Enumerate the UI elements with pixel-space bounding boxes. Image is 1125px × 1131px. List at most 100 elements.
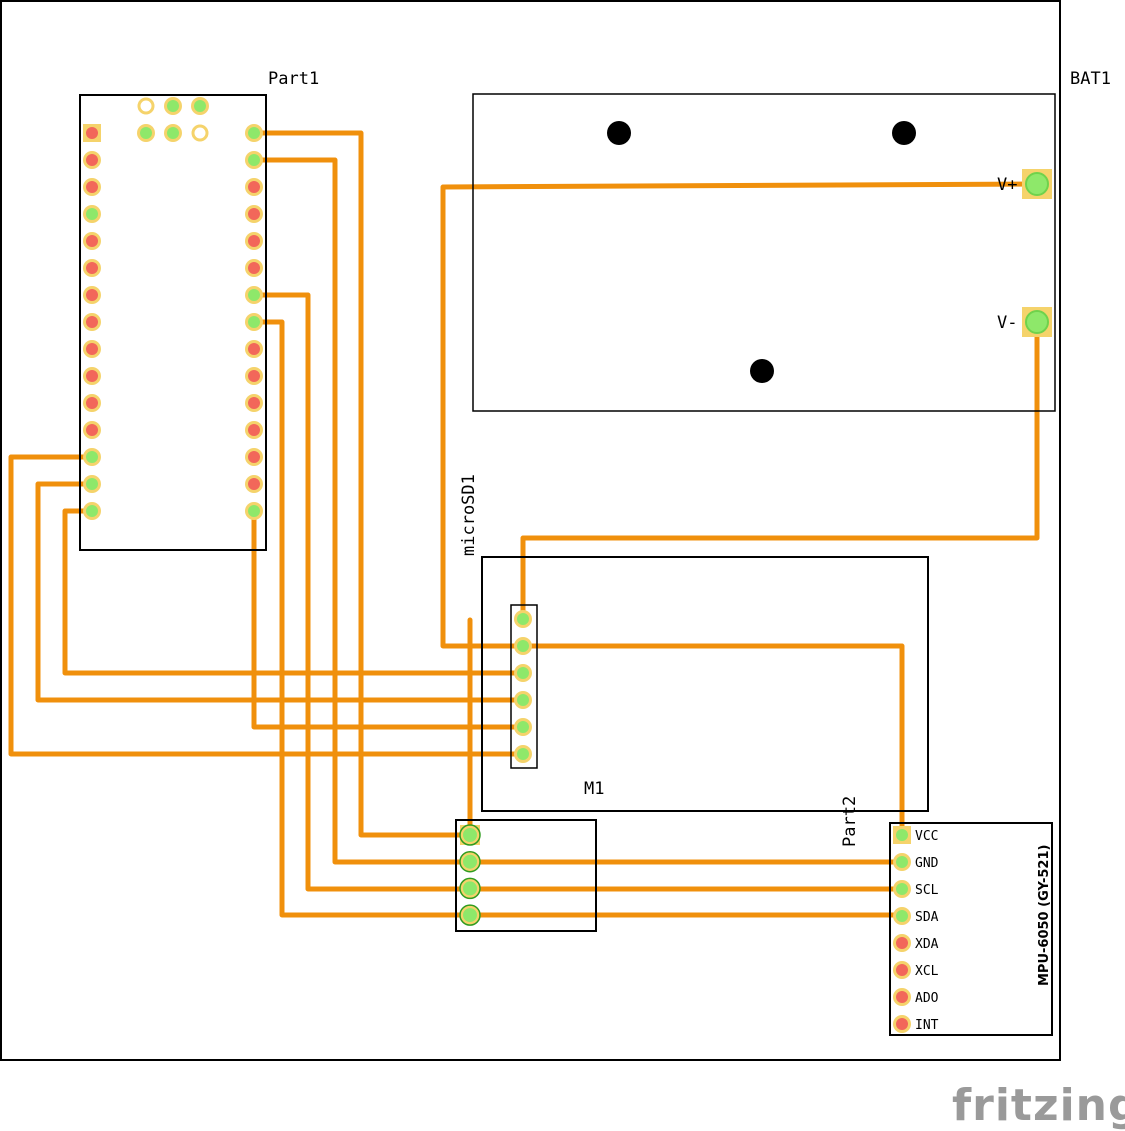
m1-module[interactable]: M1 [481, 556, 929, 812]
part1-right-pin[interactable] [245, 448, 263, 466]
bat1-vminus-pad[interactable] [1025, 310, 1049, 334]
part1-left-pin[interactable] [83, 259, 101, 277]
part1-right-pin[interactable] [245, 232, 263, 250]
part1-header-pin[interactable] [164, 124, 182, 142]
part1-left-pins [83, 124, 101, 520]
part1-header-pin[interactable] [137, 124, 155, 142]
trace-part1-l15-sd3[interactable] [62, 508, 526, 676]
part1-right-pin[interactable] [245, 178, 263, 196]
pad-center [517, 667, 529, 679]
pad-center [896, 937, 908, 949]
mpu6050-title: MPU-6050 (GY-521) [1037, 845, 1052, 986]
mpu-pin-scl[interactable] [893, 880, 911, 898]
part1-header-pin[interactable] [164, 97, 182, 115]
part1-left-pin[interactable] [83, 421, 101, 439]
microsd1-pin[interactable] [514, 664, 532, 682]
pad-center [86, 424, 98, 436]
trace-part1-r8-m1-4[interactable] [251, 319, 473, 918]
part1-right-pin[interactable] [245, 124, 263, 142]
connector-pin[interactable] [459, 824, 481, 846]
trace-part1-r1-m1-1[interactable] [251, 130, 473, 838]
pad-center [517, 640, 529, 652]
trace-part1-l13-sd6[interactable] [8, 454, 526, 757]
mpu-pin-label: XCL [915, 964, 939, 979]
microsd1-header-outline [510, 604, 538, 769]
trace-part1-r15-sd5[interactable] [251, 508, 526, 730]
mpu-pin-int[interactable] [893, 1015, 911, 1033]
part1-left-pin[interactable] [83, 448, 101, 466]
mpu-pin-xcl[interactable] [893, 961, 911, 979]
part1-left-pin[interactable] [83, 232, 101, 250]
pad-center [248, 208, 260, 220]
part1-right-pin[interactable] [245, 394, 263, 412]
microsd1-pin[interactable] [514, 745, 532, 763]
part1-right-pin[interactable] [245, 421, 263, 439]
part1-left-pin[interactable] [83, 151, 101, 169]
pad-center [86, 208, 98, 220]
microsd1-pin[interactable] [514, 637, 532, 655]
part1-left-pin[interactable] [83, 340, 101, 358]
mpu-pin-gnd[interactable] [893, 853, 911, 871]
part1-header-pin[interactable] [137, 97, 155, 115]
bat1-vplus-pad[interactable] [1025, 172, 1049, 196]
m1-label: M1 [584, 779, 604, 799]
mpu6050-module[interactable]: MPU-6050 (GY-521) VCCGNDSCLSDAXDAXCLADOI… [889, 822, 1053, 1036]
trace-part1-l14-sd4[interactable] [35, 481, 526, 703]
part1-right-pins [245, 124, 263, 520]
part1-right-pin[interactable] [245, 151, 263, 169]
connector-block[interactable] [455, 819, 597, 932]
part1-right-pin[interactable] [245, 313, 263, 331]
microsd1-pin[interactable] [514, 610, 532, 628]
part1-module[interactable]: Part1 [79, 69, 319, 551]
part1-left-pin[interactable] [83, 475, 101, 493]
trace-part1-r7-m1-3[interactable] [251, 292, 473, 892]
pad-center [86, 397, 98, 409]
part1-right-pin[interactable] [245, 475, 263, 493]
trace-vminus-sd1[interactable] [520, 319, 1040, 622]
mpu-pin-vcc[interactable] [893, 826, 911, 844]
connector-pin[interactable] [459, 850, 481, 873]
trace-sd2-mpu-vcc[interactable] [520, 643, 905, 838]
microsd1-pin[interactable] [514, 718, 532, 736]
pad-center [86, 316, 98, 328]
pad-center [248, 397, 260, 409]
part1-left-pin[interactable] [83, 394, 101, 412]
pad-center [194, 100, 206, 112]
pad-center [896, 964, 908, 976]
mpu-pin-label: GND [915, 856, 939, 871]
pad-center [248, 154, 260, 166]
part1-header-pin[interactable] [191, 124, 209, 142]
pad-center [896, 883, 908, 895]
connector-pin[interactable] [459, 904, 481, 926]
mpu-pin-xda[interactable] [893, 934, 911, 952]
part1-left-pin[interactable] [83, 178, 101, 196]
microsd1-header[interactable] [510, 604, 538, 769]
bat1-module[interactable]: BAT1 V+ V- [472, 69, 1111, 412]
part1-right-pin[interactable] [245, 340, 263, 358]
part1-right-pin[interactable] [245, 502, 263, 520]
pad-center [896, 910, 908, 922]
part1-right-pin[interactable] [245, 286, 263, 304]
part1-left-pin[interactable] [83, 313, 101, 331]
part1-right-pin[interactable] [245, 367, 263, 385]
microsd1-pin[interactable] [514, 691, 532, 709]
part1-right-pin[interactable] [245, 205, 263, 223]
part1-left-pin[interactable] [83, 205, 101, 223]
mpu-pin-sda[interactable] [893, 907, 911, 925]
bat1-label: BAT1 [1070, 69, 1111, 89]
connector-pin[interactable] [459, 877, 481, 900]
trace-part1-r2-m1-2[interactable] [251, 157, 473, 865]
part1-left-pin[interactable] [83, 124, 101, 142]
part1-left-pin[interactable] [83, 286, 101, 304]
part1-left-pin[interactable] [83, 502, 101, 520]
bat1-vplus-label: V+ [997, 175, 1017, 195]
part1-left-pin[interactable] [83, 367, 101, 385]
pad-center [86, 370, 98, 382]
part1-right-pin[interactable] [245, 259, 263, 277]
part1-header-pin[interactable] [191, 97, 209, 115]
pad-center [86, 505, 98, 517]
pad-center [86, 154, 98, 166]
pad-center [248, 262, 260, 274]
mpu-pin-ado[interactable] [893, 988, 911, 1006]
